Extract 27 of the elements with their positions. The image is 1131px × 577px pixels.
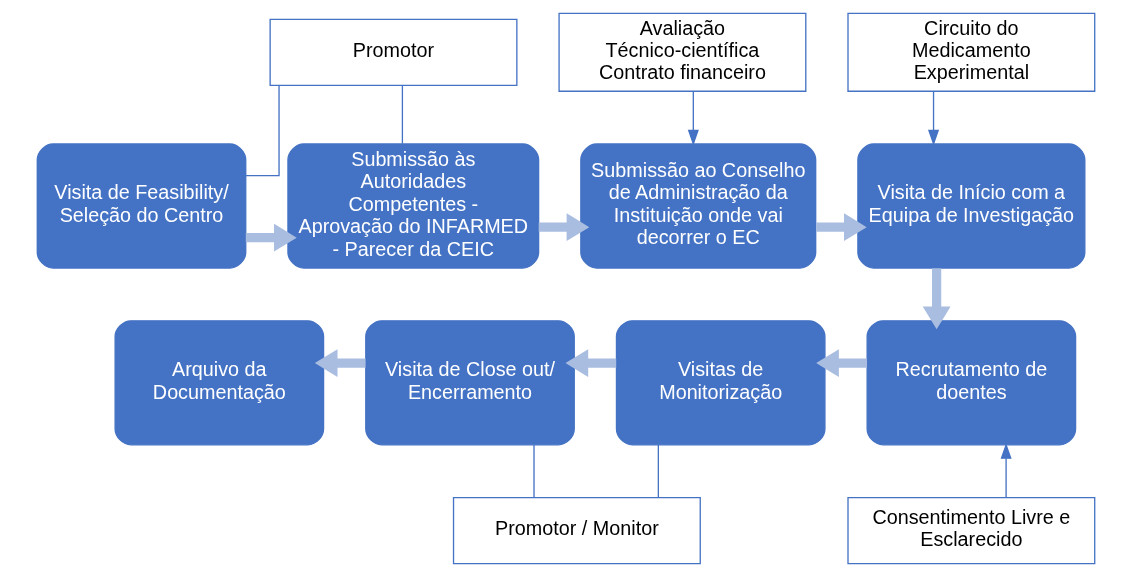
arrow <box>927 90 939 146</box>
node-box: Avaliação Técnico-científica Contrato financeiro <box>557 12 806 92</box>
arrow <box>815 213 867 242</box>
node-box: Visitas de Monitorização <box>615 320 826 446</box>
arrow <box>565 349 616 377</box>
node-box: Circuito do Medicamento Experimental <box>846 12 1095 92</box>
node-box: Arquivo da Documentação <box>113 320 324 446</box>
arrow <box>538 213 589 242</box>
connector <box>401 85 403 145</box>
connector <box>244 84 280 177</box>
node-box: Recrutamento de doentes <box>866 320 1076 446</box>
arrow <box>314 349 366 377</box>
connector <box>532 444 535 499</box>
node-box: Submissão às Autoridades Competentes - Aprovação do INFARMED - Parecer da CEIC <box>286 143 539 269</box>
node-box: Visita de Feasibility/ Seleção do Centro <box>36 143 246 269</box>
node-box: Promotor <box>268 18 517 86</box>
arrow <box>245 223 297 252</box>
node-box: Visita de Close out/ Encerramento <box>364 320 575 446</box>
arrow <box>1000 443 1012 499</box>
arrow <box>687 90 699 146</box>
node-box: Promotor / Monitor <box>452 496 701 565</box>
arrow <box>922 268 950 330</box>
node-box: Submissão ao Conselho de Administração da Instituição onde vai decorrer o EC <box>579 143 816 269</box>
arrow <box>815 349 867 377</box>
node-box: Visita de Início com a Equipa de Investigação <box>856 143 1085 269</box>
connector <box>657 444 659 499</box>
node-box: Consentimento Livre e Esclarecido <box>846 496 1095 565</box>
